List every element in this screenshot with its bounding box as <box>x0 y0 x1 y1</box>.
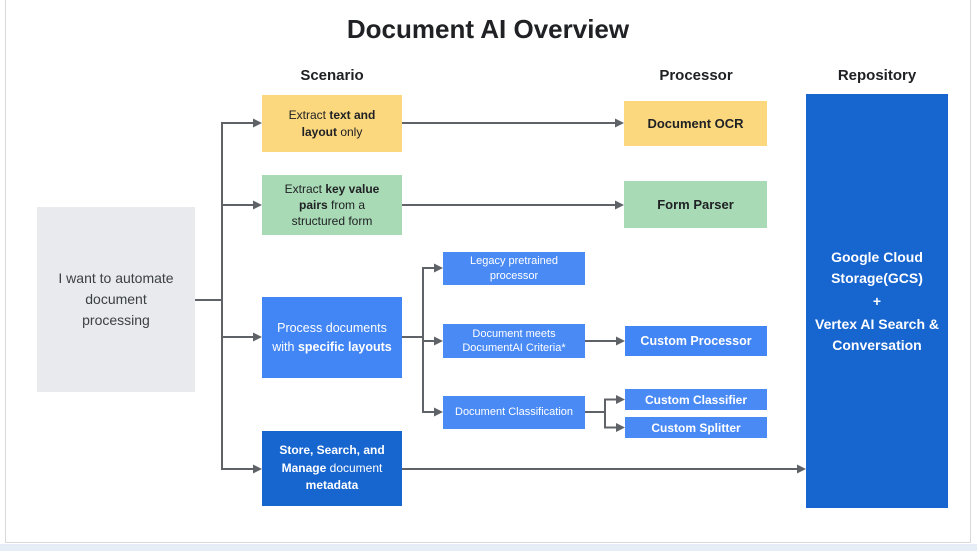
scenario-store-search-manage: Store, Search, and Manage document metad… <box>262 431 402 506</box>
processor-form-parser-label: Form Parser <box>657 197 734 212</box>
scenario-extract-key-value: Extract key value pairs from a structure… <box>262 175 402 235</box>
processor-document-ocr: Document OCR <box>624 101 767 146</box>
processor-form-parser: Form Parser <box>624 181 767 228</box>
repository-plus: + <box>872 292 882 309</box>
scenario-extract-text-layout-label: Extract text and layout only <box>288 108 376 139</box>
scenario-specific-layouts: Process documents with specific layouts <box>262 297 402 378</box>
column-header-processor: Processor <box>659 67 733 84</box>
decision-legacy-pretrained-label: Legacy pretrained processor <box>469 255 559 282</box>
processor-custom-classifier-label: Custom Classifier <box>644 392 748 407</box>
processor-custom-splitter: Custom Splitter <box>625 417 767 438</box>
diagram-title: Document AI Overview <box>346 14 630 44</box>
decision-document-classification: Document Classification <box>443 396 585 429</box>
column-header-repository: Repository <box>837 67 917 84</box>
processor-document-ocr-label: Document OCR <box>647 116 744 131</box>
column-header-scenario: Scenario <box>300 67 364 84</box>
processor-custom-processor: Custom Processor <box>625 326 767 356</box>
decision-documentai-criteria-label: Document meets DocumentAI Criteria* <box>462 327 566 354</box>
decision-documentai-criteria: Document meets DocumentAI Criteria* <box>443 324 585 358</box>
start-node-label: I want to automate document processing <box>58 270 174 328</box>
processor-custom-processor-label: Custom Processor <box>640 334 752 348</box>
scenario-store-search-manage-label: Store, Search, and Manage document metad… <box>279 443 385 493</box>
repository-line-gcs: Google Cloud Storage(GCS) <box>831 248 923 286</box>
decision-document-classification-label: Document Classification <box>455 406 573 419</box>
repository-line-vertex: Vertex AI Search & Conversation <box>815 315 939 353</box>
canvas-bottom-strip <box>0 544 977 551</box>
scenario-extract-text-layout: Extract text and layout only <box>262 95 402 152</box>
processor-custom-splitter-label: Custom Splitter <box>651 420 741 435</box>
repository-node: Google Cloud Storage(GCS) + Vertex AI Se… <box>806 94 948 508</box>
start-node: I want to automate document processing <box>37 207 195 392</box>
scenario-extract-key-value-label: Extract key value pairs from a structure… <box>284 181 380 229</box>
scenario-specific-layouts-label: Process documents with specific layouts <box>272 321 392 354</box>
decision-legacy-pretrained: Legacy pretrained processor <box>443 252 585 285</box>
processor-custom-classifier: Custom Classifier <box>625 389 767 410</box>
